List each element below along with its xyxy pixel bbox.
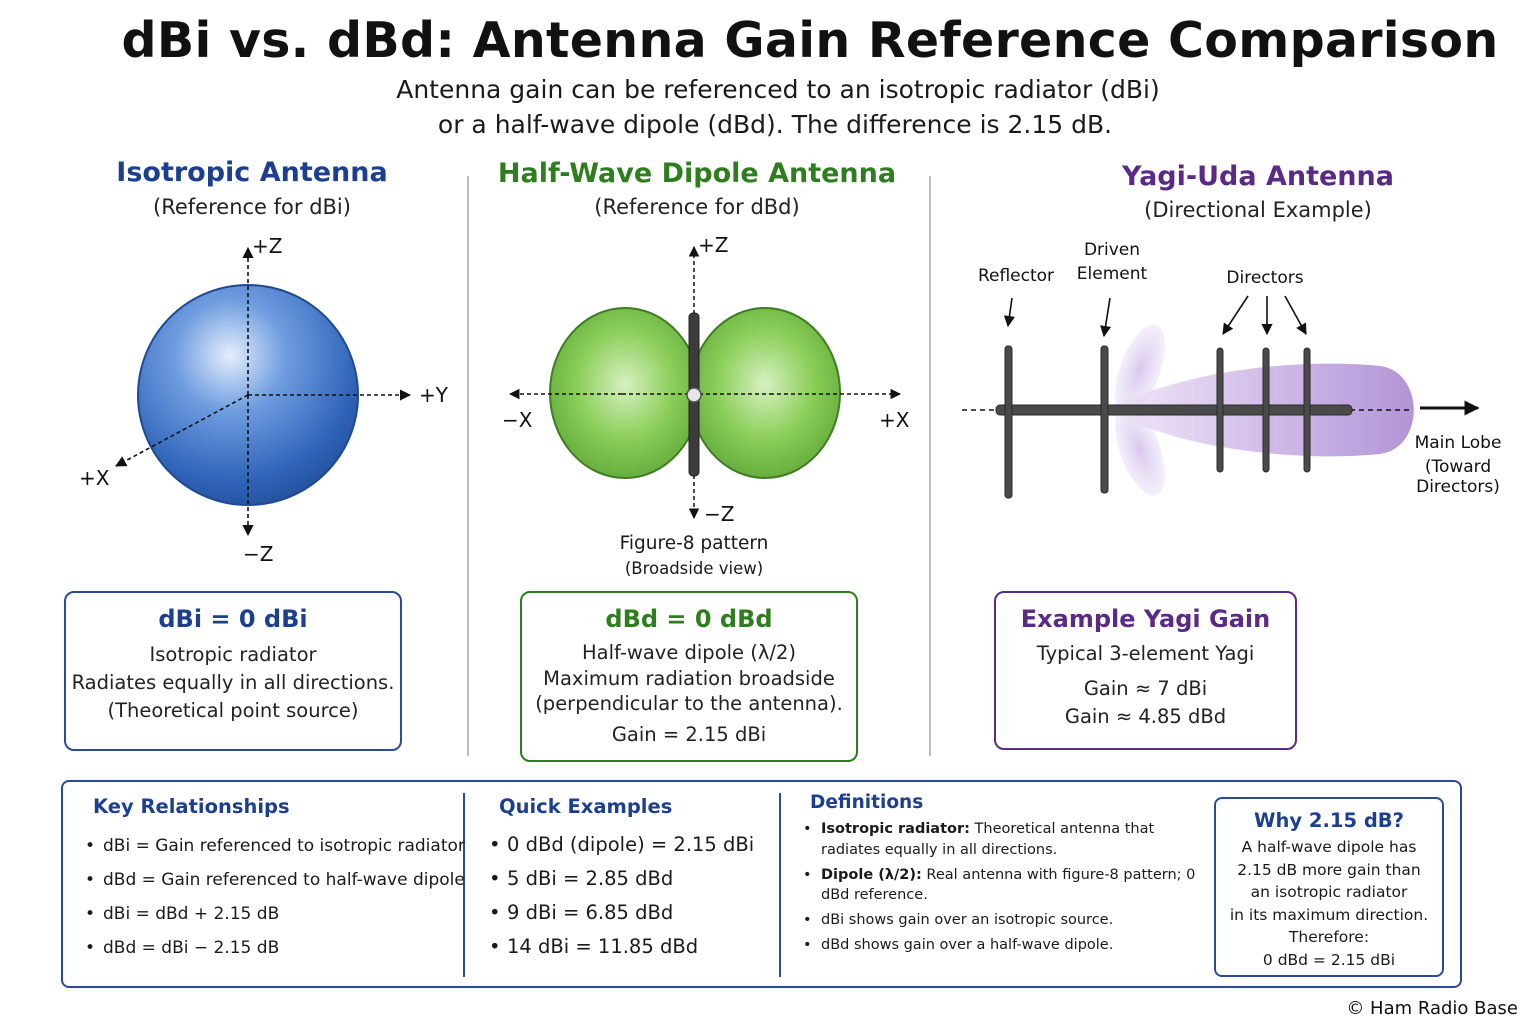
isotropic-subtitle: (Reference for dBi) [153, 195, 351, 219]
dipole-box-line-4: Gain = 2.15 dBi [611, 723, 767, 746]
why-line-6: 0 dBd = 2.15 dBi [1262, 950, 1396, 969]
isotropic-box-line-1: Isotropic radiator [149, 643, 317, 666]
yagi-antenna [962, 295, 1480, 499]
definition-item: dBi shows gain over an isotropic source. [803, 910, 1203, 931]
isotropic-info-box: dBi = 0 dBi Isotropic radiator Radiates … [64, 591, 402, 751]
quick-examples-heading: Quick Examples [499, 795, 673, 818]
why-line-3: an isotropic radiator [1250, 883, 1408, 901]
dipole-box-line-1: Half-wave dipole (λ/2) [582, 641, 796, 664]
why-line-1: A half-wave dipole has [1241, 838, 1417, 856]
isotropic-axis-nz: −Z [243, 542, 274, 566]
dipole-box-line-2: Maximum radiation broadside [543, 667, 835, 690]
yagi-subtitle: (Directional Example) [1144, 198, 1372, 222]
definition-item: Dipole (λ/2): Real antenna with figure-8… [803, 865, 1203, 906]
definition-item: dBd shows gain over a half-wave dipole. [803, 935, 1203, 956]
why-box: Why 2.15 dB? A half-wave dipole has 2.15… [1214, 797, 1444, 977]
key-relationship-item: dBd = dBi − 2.15 dB [85, 938, 465, 972]
yagi-box-line-3: Gain ≈ 4.85 dBd [1064, 705, 1227, 728]
isotropic-box-line-2: Radiates equally in all directions. [71, 671, 395, 694]
yagi-title: Yagi-Uda Antenna [1122, 161, 1394, 192]
dipole-info-box: dBd = 0 dBd Half-wave dipole (λ/2) Maxim… [520, 591, 858, 762]
dipole-axis-pz: +Z [698, 233, 729, 257]
why-line-4: in its maximum direction. [1229, 905, 1429, 924]
isotropic-title: Isotropic Antenna [116, 157, 388, 188]
yagi-info-box: Example Yagi Gain Typical 3-element Yagi… [994, 591, 1297, 750]
why-line-5: Therefore: [1288, 928, 1370, 946]
definitions-list: Isotropic radiator: Theoretical antenna … [803, 819, 1203, 960]
copyright: © Ham Radio Base [1346, 998, 1518, 1019]
yagi-label-directors: Directors [1226, 268, 1304, 288]
dipole-caption-1: Figure-8 pattern [619, 533, 769, 554]
dipole-title: Half-Wave Dipole Antenna [497, 158, 897, 189]
definition-text: Theoretical antenna that radiates equall… [821, 821, 1155, 858]
yagi-label-lobe-2: (Toward Directors) [1416, 457, 1500, 497]
isotropic-sphere [115, 246, 412, 537]
yagi-box-line-1: Typical 3-element Yagi [1036, 642, 1255, 665]
page-title: dBi vs. dBd: Antenna Gain Reference Comp… [121, 12, 1499, 69]
column-divider-left [467, 176, 469, 756]
quick-example-item: 5 dBi = 2.85 dBd [489, 867, 754, 901]
page-subtitle-line-2: or a half-wave dipole (dBd). The differe… [437, 110, 1113, 139]
yagi-box-heading: Example Yagi Gain [1020, 605, 1271, 633]
isotropic-box-heading: dBi = 0 dBi [158, 605, 308, 633]
definitions-heading: Definitions [810, 792, 924, 813]
dipole-axis-px: +X [879, 408, 910, 432]
definition-item: Isotropic radiator: Theoretical antenna … [803, 819, 1203, 860]
why-heading: Why 2.15 dB? [1254, 809, 1404, 832]
yagi-label-driven-2: Element [1076, 264, 1148, 284]
why-line-2: 2.15 dB more gain than [1237, 860, 1421, 879]
dipole-caption-2: (Broadside view) [624, 559, 764, 578]
yagi-label-reflector: Reflector [977, 266, 1055, 286]
key-relationships-list: dBi = Gain referenced to isotropic radia… [85, 836, 465, 972]
definition-term: Isotropic radiator: [821, 821, 970, 837]
key-relationship-item: dBi = dBd + 2.15 dB [85, 904, 465, 938]
dipole-subtitle: (Reference for dBd) [594, 195, 800, 219]
isotropic-box-line-3: (Theoretical point source) [107, 699, 359, 722]
key-relationships-heading: Key Relationships [93, 795, 290, 818]
quick-example-item: 14 dBi = 11.85 dBd [489, 935, 754, 969]
quick-example-item: 0 dBd (dipole) = 2.15 dBi [489, 833, 754, 867]
yagi-label-lobe-1: Main Lobe [1414, 433, 1502, 453]
key-relationship-item: dBi = Gain referenced to isotropic radia… [85, 836, 465, 870]
definition-text: Real antenna with figure-8 pattern; 0 dB… [821, 866, 1196, 904]
dipole-box-heading: dBd = 0 dBd [605, 605, 773, 633]
dipole-figure-8 [508, 245, 902, 520]
reference-panel [61, 780, 1462, 988]
dipole-axis-nz: −Z [704, 502, 735, 526]
quick-example-item: 9 dBi = 6.85 dBd [489, 901, 754, 935]
panel-divider-2 [779, 793, 781, 977]
dipole-box-line-3: (perpendicular to the antenna). [535, 692, 843, 715]
quick-examples-list: 0 dBd (dipole) = 2.15 dBi 5 dBi = 2.85 d… [489, 833, 754, 969]
yagi-box-line-2: Gain ≈ 7 dBi [1083, 677, 1208, 700]
isotropic-axis-px: +X [79, 466, 110, 490]
yagi-label-driven-1: Driven [1083, 240, 1141, 260]
column-divider-right [929, 176, 931, 756]
key-relationship-item: dBd = Gain referenced to half-wave dipol… [85, 870, 465, 904]
isotropic-axis-pz: +Z [252, 234, 283, 258]
dipole-axis-nx: −X [502, 408, 533, 432]
isotropic-axis-py: +Y [419, 383, 448, 407]
page-subtitle-line-1: Antenna gain can be referenced to an iso… [396, 75, 1160, 104]
definition-term: Dipole (λ/2): [821, 866, 922, 883]
